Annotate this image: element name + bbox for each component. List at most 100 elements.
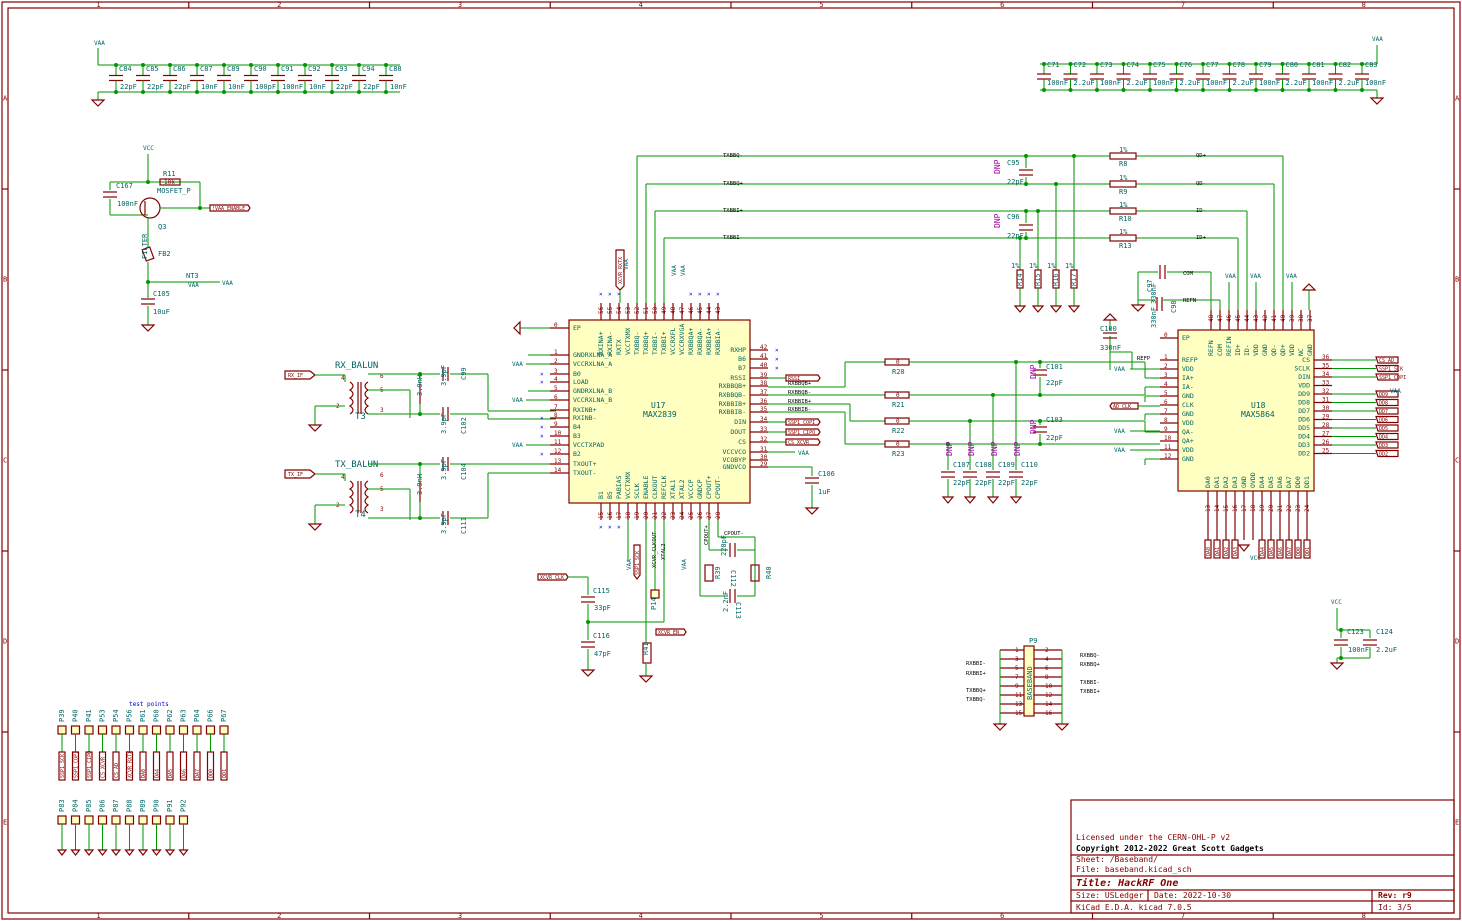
p9-ref: P9 [1029, 637, 1037, 645]
u17-net-label: SSP1_COPI [788, 420, 815, 426]
c97-ref: C97 [1146, 279, 1154, 292]
cap-left-value: 100nF [282, 83, 303, 91]
test-point-pad [111, 725, 121, 735]
u18-left-vaa: VAA [1114, 428, 1125, 435]
t3-ref: T3 [355, 412, 366, 422]
cap-right-value: 100nF [1365, 79, 1386, 87]
u17-label-box [785, 374, 821, 382]
u18-pin-number: 30 [1322, 405, 1330, 412]
test-point-label-box [179, 751, 188, 781]
vaa-enable-label: !VAA_ENABLE [212, 206, 245, 212]
u17-pin-number: 34 [760, 416, 768, 423]
u17-pin-number: 26 [697, 511, 704, 519]
u17-bot-vaa2: VAA [681, 559, 688, 570]
p14-ref: P14 [650, 597, 658, 610]
u18-label-box [1375, 415, 1399, 424]
u18-left-vaa: VAA [1114, 447, 1125, 454]
u18-pin-name: GND [1240, 476, 1248, 488]
col-marker-bottom: 2 [277, 912, 281, 920]
rx-resistor-value: 0 [896, 418, 900, 425]
junction [1254, 88, 1258, 92]
test-point-label-box [139, 751, 147, 781]
c100-value: 330nF [1100, 344, 1121, 352]
r39-ref: R39 [714, 566, 722, 579]
u18-label-box [1375, 364, 1399, 373]
no-connect-mark: × [698, 291, 702, 298]
junction [195, 63, 199, 67]
u17-part: MAX2839 [643, 410, 677, 419]
cap-right-ref: C80 [1286, 61, 1299, 69]
test-point-ref: P66 [207, 709, 215, 722]
test-point-pad [70, 725, 81, 735]
nt3-vaa: VAA [188, 282, 199, 289]
ad-clk-label: AD_CLK [1113, 404, 1131, 410]
txbbq-minus-net: TXBBQ- [723, 153, 743, 159]
cap-left-ref: C86 [173, 65, 186, 73]
p9-body [1023, 645, 1035, 717]
u17-pin-number: 48 [670, 306, 677, 314]
nt3-ref: NT3 [186, 272, 199, 280]
col-marker-top: 7 [1181, 1, 1185, 9]
u17-pin-number: 1 [554, 349, 558, 356]
cap-right-ref: C74 [1127, 61, 1140, 69]
junction [222, 90, 226, 94]
u18-pin-number: 37 [1307, 314, 1314, 322]
u17-pin-number: 46 [688, 306, 695, 314]
test-point-label-box [98, 751, 107, 781]
title-block: Licensed under the CERN-OHL-P v2 Copyrig… [1070, 799, 1455, 914]
u17-pin-name: ENABLE [642, 475, 650, 499]
u17-pin-name: GNDCP [696, 479, 704, 499]
u18-label-box [1375, 432, 1399, 441]
u18-pin-number: 16 [1232, 504, 1239, 512]
c103-value: 22pF [1046, 434, 1063, 442]
u18-pin-number: 6 [1164, 399, 1168, 406]
junction [1307, 62, 1311, 66]
id-text: Id: 3/5 [1378, 903, 1412, 912]
tx-balun: TX_IF TX_BALUN T4 4 2 6 5 3 3.9nH C104 3… [284, 457, 556, 534]
t4-ref: T4 [355, 510, 366, 520]
test-point-label: DA4 [155, 769, 161, 778]
u17-pin-number: 42 [760, 344, 768, 351]
u17-pin-name: XTAL1 [669, 479, 677, 499]
gnd-symbol [110, 849, 122, 856]
date-text: Date: 2022-10-30 [1154, 891, 1231, 900]
rxbbib-plus-net: RXBBIB+ [788, 399, 812, 405]
pulldown-ref: R14 [1016, 273, 1024, 286]
shunt-ref: C110 [1021, 461, 1038, 469]
test-point-ref: P41 [85, 709, 93, 722]
vaa-switch-circuit: VCC C167 100nF R11 10k MOSFET_P Q3 !VAA_… [103, 145, 251, 332]
u17-pin-name: LOAD [573, 378, 589, 386]
shunt-ref: C109 [998, 461, 1015, 469]
rx-resistor-value: 0 [896, 392, 900, 399]
c98-ref: C98 [1170, 300, 1178, 313]
u17-pin-number: 37 [760, 389, 768, 396]
test-point-label-box [152, 751, 161, 781]
u17-pin-name: CLKOUT [651, 475, 659, 499]
no-connect-mark: × [716, 291, 720, 298]
u17-pin-name: B7 [738, 364, 746, 372]
cap-right-ref: C82 [1339, 61, 1352, 69]
u18-net-label: DD7 [1379, 409, 1388, 415]
c106-value: 1uF [818, 488, 831, 496]
gnd-symbol [124, 849, 135, 856]
u18-bottom-label-box [1285, 539, 1293, 559]
u18-pin-number: 32 [1322, 388, 1330, 395]
u18-pin-name: DD4 [1298, 433, 1310, 441]
u17-pin-number: 19 [634, 511, 641, 519]
u18-pin-name: DA7 [1285, 476, 1293, 488]
txbbi-plus-net: TXBBI+ [723, 208, 744, 214]
cap-right-ref: C71 [1047, 61, 1060, 69]
test-point-label-box [85, 751, 93, 781]
test-point-label: CS_AD [114, 763, 120, 778]
u18-pin-number: 21 [1277, 504, 1284, 512]
test-point-ref: P60 [153, 709, 161, 722]
tool-text: KiCad E.D.A. kicad 7.0.5 [1076, 903, 1192, 912]
cap-left-value: 22pF [147, 83, 164, 91]
cpout-minus-label: CPOUT- [724, 531, 744, 537]
u18-pin-name: VDD [1182, 419, 1194, 427]
gnd-symbol [137, 849, 149, 856]
p9-pin-number: 3 [1015, 656, 1019, 663]
u18-pin-number: 26 [1322, 439, 1330, 446]
